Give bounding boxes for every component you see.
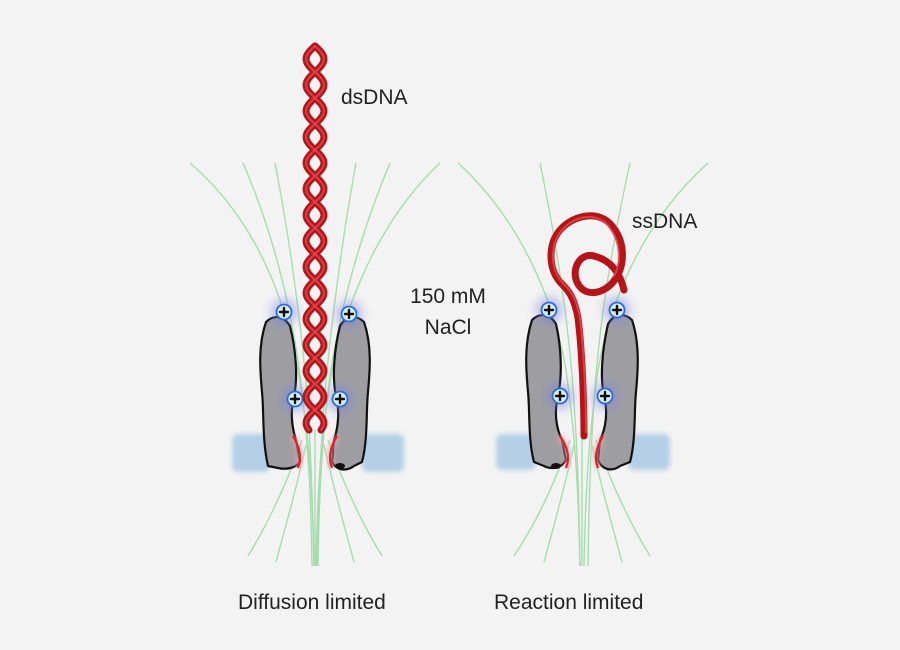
pore-rim [292, 435, 302, 469]
dsdna-strand-b-highlight [305, 45, 325, 431]
membrane-segment [628, 434, 670, 470]
ssdna-strand-highlight [552, 215, 620, 433]
left-panel-diffusion-limited: dsDNA Diffusion limited [189, 42, 441, 614]
membrane-right [496, 434, 670, 470]
plus-in-circle-icon [536, 297, 562, 323]
reaction-limited-caption: Reaction limited [494, 591, 643, 614]
pore-rim [559, 435, 570, 469]
salt-concentration-line2: NaCl [425, 316, 472, 339]
field-line [457, 162, 581, 567]
dsdna-helix [302, 42, 328, 434]
salt-concentration-label: 150 mM NaCl [410, 285, 486, 339]
ssdna-coil [547, 212, 628, 440]
pore-foot [551, 463, 561, 469]
plus-in-circle-icon [282, 386, 308, 412]
plus-in-circle-icon [271, 299, 297, 325]
nanopore-right [525, 314, 639, 471]
positive-charges-right [536, 297, 630, 409]
ssdna-strand [547, 212, 628, 440]
plus-in-circle-icon [604, 297, 630, 323]
plus-in-circle-icon [547, 383, 573, 409]
field-line [274, 162, 315, 567]
field-line [583, 162, 709, 567]
field-line [317, 162, 391, 567]
pore-foot [335, 463, 345, 469]
membrane-segment [362, 434, 404, 472]
pore-rim [594, 435, 604, 469]
membrane-left [232, 434, 404, 472]
dsdna-strand-a-highlight [305, 45, 325, 431]
salt-concentration-line1: 150 mM [410, 285, 486, 308]
diffusion-limited-caption: Diffusion limited [238, 591, 386, 614]
right-panel-reaction-limited: ssDNA Reaction limited [457, 162, 709, 614]
plus-in-circle-icon [336, 301, 362, 327]
dsdna-label: dsDNA [341, 86, 408, 109]
field-line [316, 162, 357, 567]
plus-in-circle-icon [592, 383, 618, 409]
pore-rim [328, 435, 338, 469]
positive-charges-left [271, 299, 362, 412]
plus-in-circle-icon [327, 386, 353, 412]
membrane-segment [232, 434, 270, 472]
membrane-segment [496, 434, 536, 470]
field-line [242, 162, 313, 567]
field-line [539, 162, 581, 567]
ssdna-label: ssDNA [632, 210, 697, 233]
